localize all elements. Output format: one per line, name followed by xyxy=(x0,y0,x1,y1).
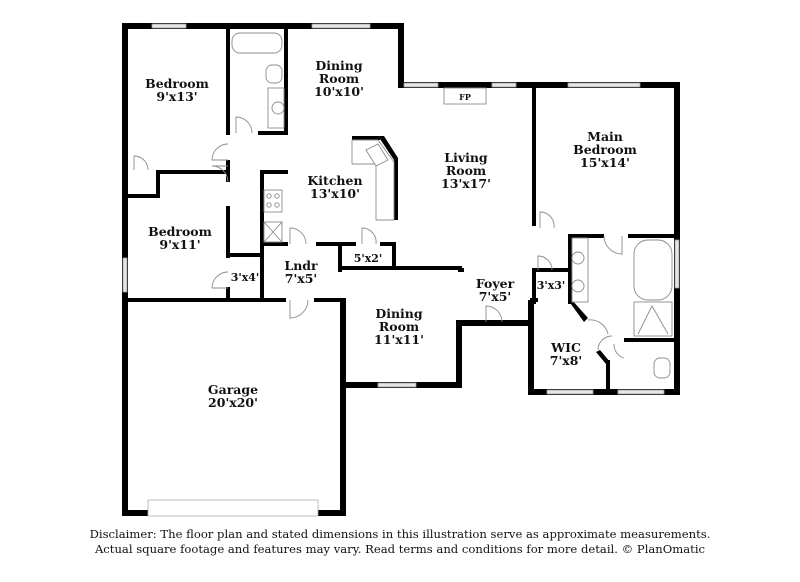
room-label-dining-room-2: Dining Room 11'x11' xyxy=(374,307,424,346)
interior-walls xyxy=(128,29,680,394)
room-dims: 5'x2' xyxy=(353,252,383,265)
room-name: WIC xyxy=(551,340,581,355)
room-dims: 20'x20' xyxy=(208,395,258,410)
room-dims: 13'x10' xyxy=(310,186,360,201)
room-name: Garage xyxy=(207,382,259,397)
room-name-line2: Room xyxy=(318,71,360,86)
room-dims: 9'x13' xyxy=(156,89,198,104)
room-name-line1: Living xyxy=(444,150,488,165)
room-label-dining-room-1: Dining Room 10'x10' xyxy=(314,59,364,98)
room-label-kitchen: Kitchen 13'x10' xyxy=(307,174,362,200)
room-label-main-bedroom: Main Bedroom 15'x14' xyxy=(573,130,637,169)
room-dims: 11'x11' xyxy=(374,332,424,347)
room-label-bedroom-1: Bedroom 9'x13' xyxy=(145,77,209,103)
room-label-wic: WIC 7'x8' xyxy=(550,341,583,367)
room-dims: 7'x5' xyxy=(284,271,318,286)
room-name-line2: Room xyxy=(445,163,487,178)
room-name-line2: Room xyxy=(378,319,420,334)
room-name: Lndr xyxy=(284,258,318,273)
room-dims: 10'x10' xyxy=(314,84,364,99)
room-name-line1: Dining xyxy=(315,58,363,73)
windows xyxy=(122,23,680,517)
door-swings xyxy=(133,116,625,359)
room-name: Bedroom xyxy=(148,224,212,239)
room-label-closet-3x4: 3'x4' xyxy=(231,272,260,284)
room-label-closet-3x3: 3'x3' xyxy=(537,280,566,292)
room-dims: 7'x8' xyxy=(549,353,583,368)
disclaimer: Disclaimer: The floor plan and stated di… xyxy=(0,527,800,557)
room-name: Foyer xyxy=(475,276,515,291)
disclaimer-line-2: Actual square footage and features may v… xyxy=(94,542,706,556)
room-dims: 9'x11' xyxy=(159,237,201,252)
room-label-bedroom-2: Bedroom 9'x11' xyxy=(148,225,212,251)
room-label-pantry-5x2: 5'x2' xyxy=(354,253,383,265)
room-label-laundry: Lndr 7'x5' xyxy=(284,259,317,285)
room-dims: 13'x17' xyxy=(441,176,491,191)
room-dims: 7'x5' xyxy=(478,289,512,304)
room-dims: 15'x14' xyxy=(580,155,630,170)
room-name: Kitchen xyxy=(307,173,363,188)
room-dims: 3'x3' xyxy=(536,279,566,292)
disclaimer-line-1: Disclaimer: The floor plan and stated di… xyxy=(89,527,711,541)
room-label-living-room: Living Room 13'x17' xyxy=(441,151,491,190)
room-name-line2: Bedroom xyxy=(573,142,637,157)
room-label-garage: Garage 20'x20' xyxy=(208,383,258,409)
room-name: Bedroom xyxy=(145,76,209,91)
fixtures xyxy=(231,32,673,379)
room-label-foyer: Foyer 7'x5' xyxy=(476,277,514,303)
room-dims: 3'x4' xyxy=(230,271,260,284)
room-name-line1: Main xyxy=(587,129,623,144)
fireplace-label: FP xyxy=(459,92,471,102)
room-name-line1: Dining xyxy=(375,306,423,321)
